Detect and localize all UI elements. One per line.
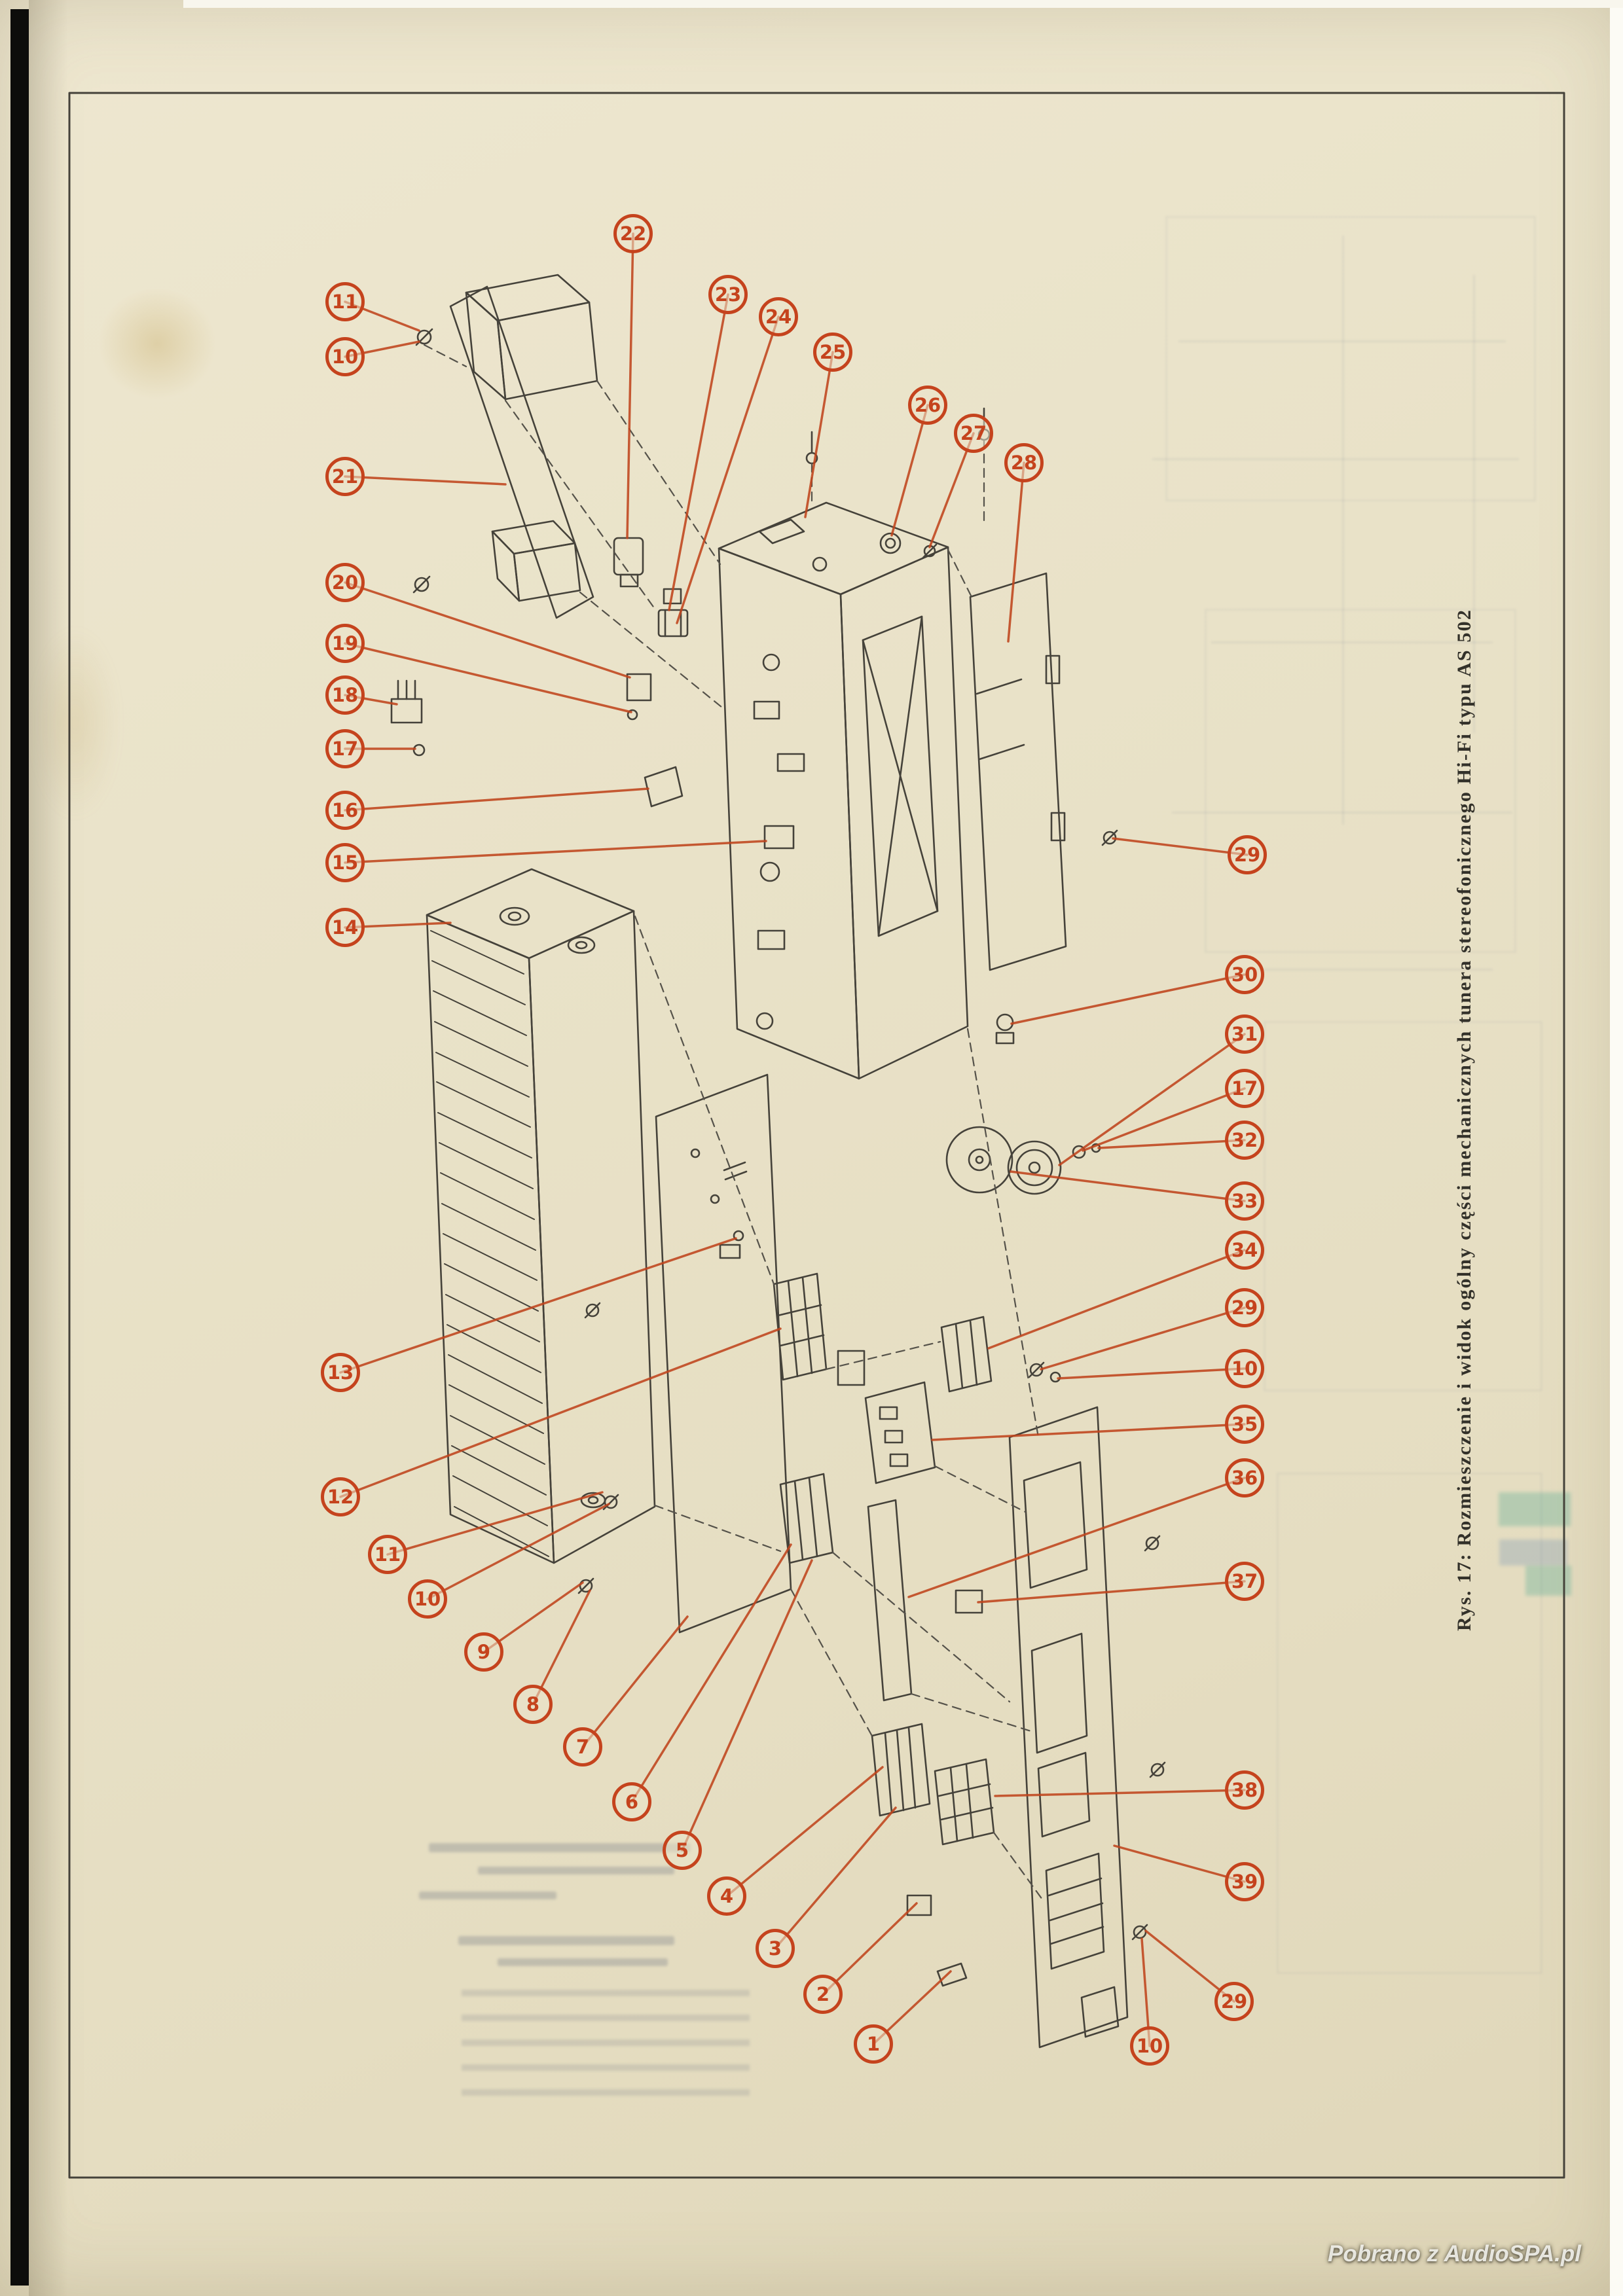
callout-30: 30 — [1225, 955, 1264, 994]
showthrough-line — [1152, 458, 1519, 460]
screw-fasteners-top — [412, 328, 433, 594]
front-panel — [1008, 1406, 1129, 2049]
callout-17: 17 — [325, 729, 365, 768]
showthrough-schematic — [1205, 609, 1516, 953]
callout-8: 8 — [513, 1685, 553, 1724]
showthrough-line — [1178, 340, 1506, 342]
showthrough-color-blob — [1499, 1492, 1571, 1526]
callout-26: 26 — [908, 386, 947, 425]
callout-17: 17 — [1225, 1069, 1264, 1108]
callout-31: 31 — [1225, 1014, 1264, 1054]
callout-18: 18 — [325, 675, 365, 715]
callout-27: 27 — [954, 414, 993, 453]
callout-34: 34 — [1225, 1230, 1264, 1270]
callout-19: 19 — [325, 624, 365, 663]
callout-2: 2 — [803, 1975, 843, 2014]
callout-3: 3 — [756, 1929, 795, 1968]
callout-25: 25 — [813, 332, 852, 372]
callout-21: 21 — [325, 457, 365, 496]
showthrough-line — [1473, 275, 1475, 733]
showthrough-line — [1244, 969, 1493, 971]
callout-10: 10 — [325, 337, 365, 376]
small-parts — [390, 532, 1015, 1987]
callout-29: 29 — [1225, 1288, 1264, 1327]
callout-1: 1 — [854, 2024, 893, 2064]
paper-stain — [33, 628, 118, 818]
showthrough-line — [1342, 236, 1344, 825]
bracket-assembly-21 — [449, 274, 598, 619]
showthrough-schematic — [1165, 216, 1536, 501]
showthrough-table-row — [462, 2015, 750, 2021]
showthrough-text — [419, 1892, 556, 1899]
callout-39: 39 — [1225, 1862, 1264, 1901]
callout-28: 28 — [1004, 443, 1044, 482]
callout-6: 6 — [612, 1782, 651, 1821]
showthrough-schematic — [1277, 1473, 1542, 1974]
callout-10: 10 — [1225, 1349, 1264, 1388]
showthrough-color-blob — [1499, 1539, 1567, 1566]
showthrough-schematic — [1264, 1021, 1542, 1391]
showthrough-line — [1172, 812, 1512, 814]
main-chassis — [718, 501, 969, 1080]
showthrough-text — [458, 1936, 674, 1945]
callout-35: 35 — [1225, 1405, 1264, 1444]
callout-32: 32 — [1225, 1121, 1264, 1160]
showthrough-table-row — [462, 2089, 750, 2096]
showthrough-table-row — [462, 2039, 750, 2046]
figure-caption: Rys. 17: Rozmieszczenie i widok ogólny c… — [1453, 608, 1475, 1632]
construction-lines — [423, 344, 1044, 1901]
callout-29: 29 — [1228, 835, 1267, 874]
showthrough-table-row — [462, 1990, 750, 1996]
callout-12: 12 — [321, 1477, 360, 1516]
vented-cover — [426, 868, 656, 1564]
callout-11: 11 — [325, 282, 365, 321]
callout-14: 14 — [325, 908, 365, 947]
back-panel — [969, 572, 1067, 971]
binding-shadow — [29, 0, 68, 2296]
switch-blocks — [773, 1272, 995, 1846]
paper-stain — [98, 288, 216, 399]
callout-5: 5 — [663, 1831, 702, 1870]
callout-37: 37 — [1225, 1562, 1264, 1601]
clip-parts — [613, 537, 689, 637]
showthrough-text — [478, 1867, 674, 1874]
callout-16: 16 — [325, 791, 365, 830]
callout-11: 11 — [368, 1535, 407, 1574]
callout-22: 22 — [613, 214, 653, 253]
callout-24: 24 — [759, 297, 798, 336]
showthrough-table-row — [462, 2064, 750, 2071]
callout-13: 13 — [321, 1353, 360, 1392]
page-border-frame — [68, 92, 1565, 2179]
showthrough-line — [1211, 641, 1493, 643]
callout-29: 29 — [1214, 1982, 1254, 2021]
callout-10: 10 — [408, 1579, 447, 1619]
showthrough-text — [498, 1958, 668, 1966]
scan-edge-white-right — [1610, 0, 1623, 2296]
callout-15: 15 — [325, 843, 365, 882]
scan-edge-artifact — [10, 9, 29, 2286]
callout-38: 38 — [1225, 1770, 1264, 1810]
flywheel-pulleys — [945, 1126, 1101, 1195]
callout-7: 7 — [563, 1727, 602, 1767]
callout-9: 9 — [464, 1632, 503, 1672]
watermark: Pobrano z AudioSPA.pl — [1328, 2241, 1581, 2267]
callout-10: 10 — [1130, 2026, 1169, 2066]
callout-4: 4 — [707, 1876, 746, 1916]
callout-36: 36 — [1225, 1458, 1264, 1498]
callout-33: 33 — [1225, 1181, 1264, 1221]
scan-edge-white-top — [183, 0, 1623, 8]
callout-23: 23 — [708, 275, 748, 314]
callout-20: 20 — [325, 563, 365, 602]
showthrough-text — [429, 1843, 691, 1852]
